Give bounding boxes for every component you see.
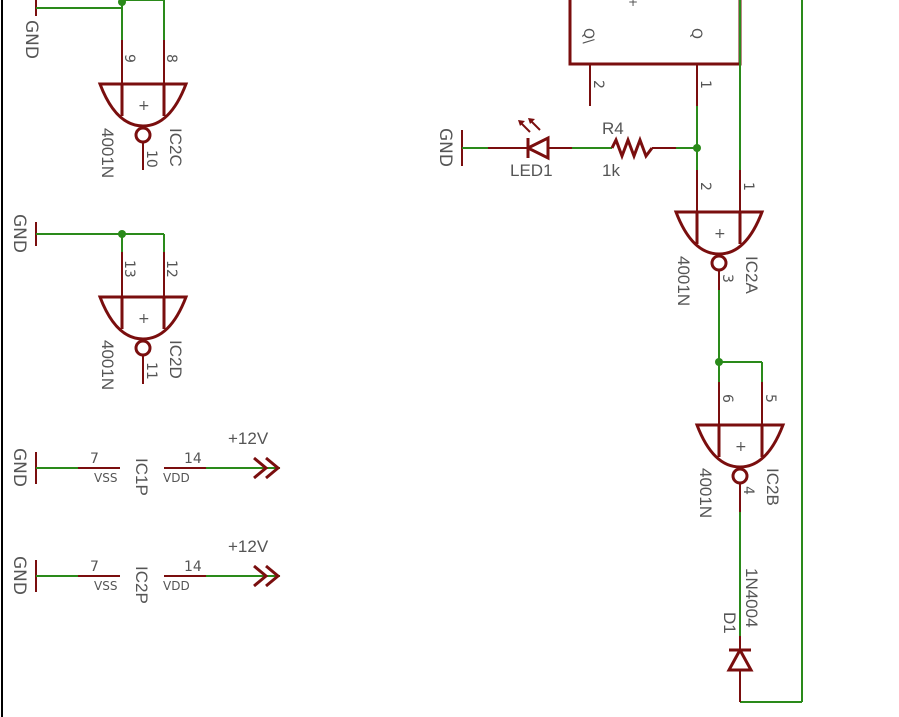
pin-number: 7 xyxy=(90,559,99,575)
supply-arrow xyxy=(253,456,269,480)
pin-number: 7 xyxy=(90,451,99,467)
inversion-bubble xyxy=(710,254,728,272)
ref-label: IC2B xyxy=(763,468,782,506)
pin-number: 12 xyxy=(163,260,179,278)
ref-label: IC2D xyxy=(166,340,185,379)
led1: GND LED1 xyxy=(435,118,572,180)
ref-label: IC2A xyxy=(742,256,761,294)
plus-mark: + xyxy=(138,98,150,114)
pin-number: 2 xyxy=(697,182,713,191)
supply-arrow xyxy=(253,564,269,588)
ref-label: D1 xyxy=(720,612,739,634)
ref-label: R4 xyxy=(602,119,624,138)
pin-number: 13 xyxy=(121,260,137,278)
pin-number: 6 xyxy=(719,394,735,403)
part-label: 4001N xyxy=(98,128,117,178)
gate-ic2b: 6 5 + 4 4001N IC2B xyxy=(694,382,786,518)
pin-number: 9 xyxy=(121,54,137,63)
plus-mark: + xyxy=(735,439,747,455)
qbar-label: Q\ xyxy=(580,28,596,44)
value-label: 1k xyxy=(602,161,620,180)
nor-body xyxy=(673,210,765,256)
diode-triangle xyxy=(726,646,754,672)
nor-body xyxy=(97,82,189,128)
gnd-label: GND xyxy=(21,20,41,59)
inversion-bubble xyxy=(731,467,749,485)
pin-number: 2 xyxy=(590,80,606,89)
power-ic1p: GND 7 VSS IC1P 14 VDD +12V xyxy=(9,429,281,496)
pin-name: VSS xyxy=(94,471,117,485)
pin-number: 8 xyxy=(163,54,179,63)
resistor-r4: R4 1k xyxy=(602,119,676,180)
supply-label: +12V xyxy=(228,537,269,556)
gnd-label: GND xyxy=(9,448,29,487)
flipflop: + Q\ Q 2 1 xyxy=(568,0,742,106)
led-ray-head xyxy=(528,118,535,124)
part-label: 4001N xyxy=(696,468,715,518)
pin-number: 5 xyxy=(762,394,778,403)
ref-label: IC2C xyxy=(166,128,185,167)
resistor-zigzag xyxy=(610,135,654,161)
nor-body xyxy=(694,423,786,469)
gate-ic2a: 2 1 + 3 4001N IC2A xyxy=(673,170,765,306)
q-label: Q xyxy=(688,28,704,39)
part-label: 4001N xyxy=(674,256,693,306)
gate-ic2c: GND 9 8 + 10 4001N IC2C xyxy=(21,0,189,178)
pin-number: 14 xyxy=(184,559,202,575)
diode-d1: 1N4004 D1 xyxy=(720,568,761,702)
plus-mark: + xyxy=(628,0,638,9)
inversion-bubble xyxy=(134,339,152,357)
gnd-label: GND xyxy=(435,128,455,167)
supply-arrow xyxy=(265,456,281,480)
pin-number: 4 xyxy=(740,486,756,495)
gnd-label: GND xyxy=(9,556,29,595)
led-ray-head xyxy=(518,120,525,126)
pin-number: 3 xyxy=(719,274,735,283)
part-label: 4001N xyxy=(98,340,117,390)
plus-mark: + xyxy=(138,311,150,327)
ref-label: IC2P xyxy=(132,566,151,604)
pin-number: 1 xyxy=(697,80,713,89)
pin-name: VDD xyxy=(163,471,190,485)
pin-name: VSS xyxy=(94,579,117,593)
pin-number: 11 xyxy=(143,362,159,380)
pin-name: VDD xyxy=(163,579,190,593)
supply-label: +12V xyxy=(228,429,269,448)
gnd-label: GND xyxy=(9,214,29,253)
inversion-bubble xyxy=(134,126,152,144)
supply-arrow xyxy=(265,564,281,588)
gate-ic2d: GND 13 12 + 11 4001N IC2D xyxy=(9,214,189,390)
part-label: 1N4004 xyxy=(742,568,761,628)
pin-number: 10 xyxy=(143,150,159,168)
ref-label: LED1 xyxy=(510,161,553,180)
pin-number: 1 xyxy=(740,182,756,191)
plus-mark: + xyxy=(714,226,726,242)
pin-number: 14 xyxy=(184,451,202,467)
nor-body xyxy=(97,295,189,341)
power-ic2p: GND 7 VSS IC2P 14 VDD +12V xyxy=(9,537,281,604)
led-triangle xyxy=(524,135,550,161)
ref-label: IC1P xyxy=(132,458,151,496)
